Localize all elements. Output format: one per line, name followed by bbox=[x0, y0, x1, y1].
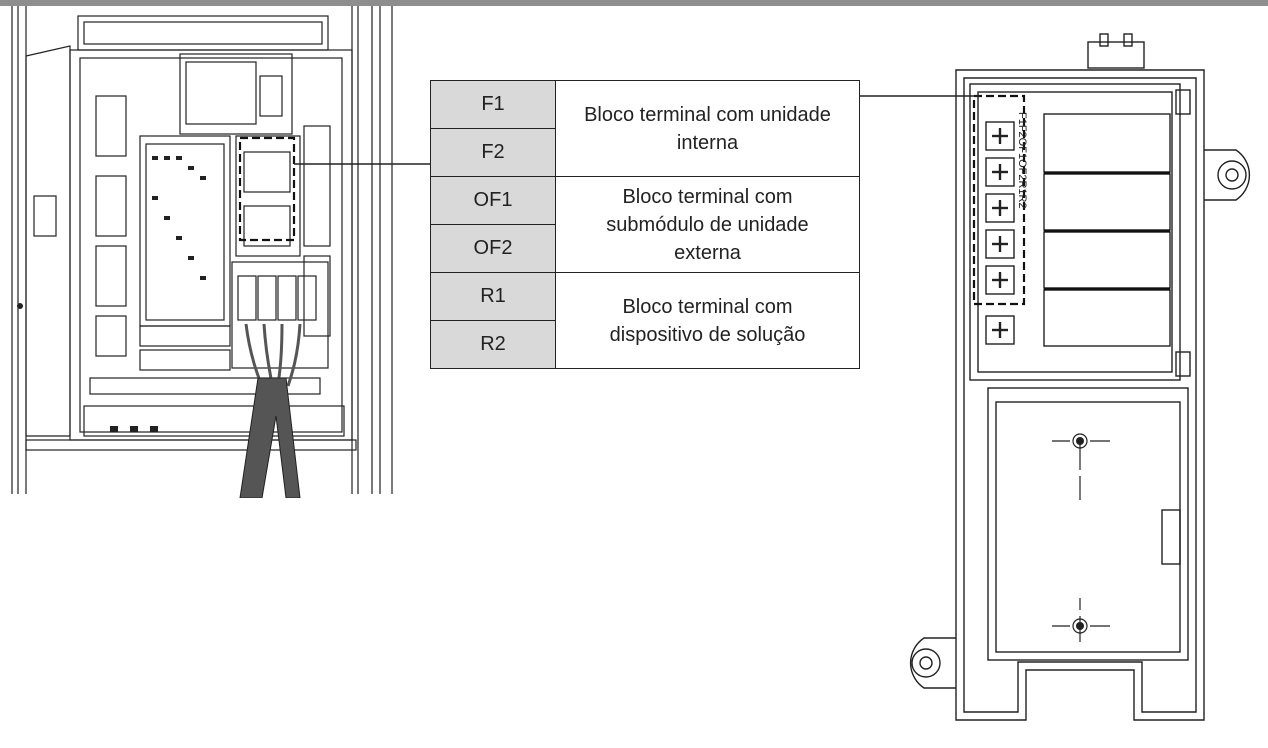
terminal-description-line: Bloco terminal com unidade bbox=[584, 103, 831, 126]
terminal-code-cell: OF2 bbox=[430, 224, 556, 273]
terminal-box-drawing bbox=[909, 33, 1251, 721]
terminal-description-line: externa bbox=[674, 241, 741, 264]
terminal-vertical-label: F1F2OF1OF2R1R2 bbox=[1016, 112, 1028, 209]
terminal-code-cell: F2 bbox=[430, 128, 556, 177]
terminal-code-cell: OF1 bbox=[430, 176, 556, 225]
terminal-description-cell: Bloco terminal com dispositivo de solução bbox=[555, 272, 860, 369]
terminal-code-cell: R2 bbox=[430, 320, 556, 369]
terminal-description-line: Bloco terminal com bbox=[622, 295, 793, 318]
terminal-description-line: submódulo de unidade bbox=[606, 213, 809, 236]
terminal-code-cell: F1 bbox=[430, 80, 556, 129]
terminal-description-line: Bloco terminal com bbox=[622, 185, 793, 208]
terminal-description-cell: Bloco terminal com unidade interna bbox=[555, 80, 860, 177]
terminal-description-line: interna bbox=[676, 131, 739, 154]
terminal-description-line: dispositivo de solução bbox=[609, 323, 806, 346]
terminal-code-cell: R1 bbox=[430, 272, 556, 321]
outdoor-unit-drawing bbox=[11, 6, 393, 498]
terminal-description-cell: Bloco terminal com submódulo de unidade ex… bbox=[555, 176, 860, 273]
top-border-bar bbox=[0, 0, 1268, 6]
